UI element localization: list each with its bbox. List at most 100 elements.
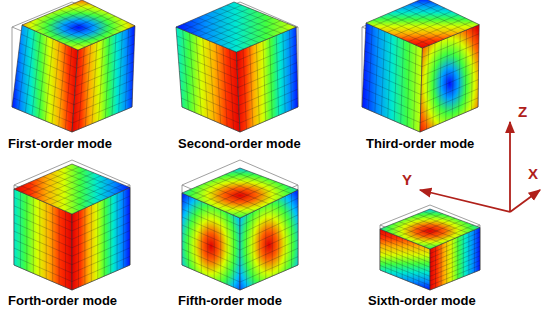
mode-shape	[362, 0, 479, 132]
mesh-line	[394, 11, 451, 35]
mesh-line	[64, 19, 122, 43]
mesh-line	[79, 47, 85, 129]
mesh-line	[218, 177, 276, 200]
mesh-line	[426, 45, 428, 129]
mesh-line	[441, 244, 442, 285]
mesh-line	[424, 247, 425, 288]
mesh-line	[452, 35, 454, 118]
mesh-line	[123, 190, 124, 267]
mesh-line	[439, 40, 441, 123]
mesh-line	[15, 80, 74, 105]
mesh-line	[283, 33, 285, 113]
mesh-line	[463, 235, 464, 277]
mesh-line	[250, 46, 253, 126]
mesh-line	[263, 41, 266, 121]
mesh-line	[50, 173, 108, 197]
mesh-line	[46, 203, 47, 279]
mesh-line	[19, 52, 76, 77]
mesh-line	[380, 252, 430, 272]
mesh-line	[181, 98, 239, 123]
mesh-line	[59, 208, 60, 284]
mesh-line	[33, 197, 34, 273]
mesh-line	[104, 199, 105, 276]
mesh-line	[182, 241, 240, 266]
mesh-line	[265, 205, 266, 278]
mesh-line	[407, 42, 410, 126]
mesh-line	[414, 45, 417, 129]
mode-label: Second-order mode	[178, 136, 301, 152]
mesh-line	[446, 38, 448, 121]
mesh-line	[421, 89, 479, 114]
mesh-line	[424, 225, 474, 246]
mesh-line	[240, 232, 298, 258]
mesh-line	[216, 44, 220, 124]
mesh-line	[65, 47, 71, 129]
mesh-line	[203, 38, 208, 118]
mode-shape	[14, 160, 130, 290]
mesh-line	[201, 201, 202, 273]
mesh-line	[421, 61, 478, 85]
mode-face	[182, 168, 298, 218]
mesh-line	[240, 257, 298, 282]
mode-face	[176, 2, 296, 52]
mesh-line	[368, 26, 372, 110]
undeformed-outline	[182, 160, 298, 290]
mesh-line	[272, 202, 273, 276]
mesh-line	[227, 212, 228, 284]
mesh-line	[401, 15, 458, 39]
mesh-line	[407, 240, 408, 281]
mesh-line	[362, 98, 420, 123]
mesh-line	[77, 44, 135, 68]
mesh-line	[430, 251, 480, 272]
mesh-line	[110, 196, 111, 273]
mesh-line	[206, 15, 265, 40]
mesh-line	[182, 225, 240, 250]
mesh-line	[276, 35, 278, 115]
mesh-line	[395, 11, 451, 37]
mesh-line	[72, 239, 130, 265]
mesh-line	[240, 223, 298, 250]
mesh-line	[182, 249, 240, 274]
mesh-line	[14, 89, 73, 114]
mesh-line	[363, 88, 421, 113]
mesh-line	[183, 30, 189, 110]
mesh-line	[424, 212, 474, 231]
mesh-line	[233, 187, 291, 215]
mesh-line	[14, 231, 72, 256]
mode-shape	[182, 160, 298, 290]
mesh-line	[418, 223, 468, 244]
mesh-line	[196, 35, 201, 115]
mesh-line	[13, 98, 73, 123]
mesh-line	[65, 167, 123, 191]
mesh-line	[119, 31, 123, 112]
mesh-line	[72, 222, 130, 248]
mesh-line	[20, 192, 21, 268]
mesh-line	[84, 208, 85, 284]
mesh-line	[418, 245, 419, 286]
undeformed-outline	[14, 160, 130, 290]
mesh-line	[18, 61, 76, 86]
mesh-line	[16, 71, 74, 96]
mesh-line	[14, 223, 72, 248]
mesh-line	[420, 98, 478, 123]
mesh-line	[117, 193, 118, 270]
axis-label: Z	[518, 104, 527, 120]
mesh-line	[457, 237, 458, 279]
mode-face	[14, 164, 130, 214]
mesh-line	[32, 33, 41, 115]
mesh-line	[220, 8, 282, 33]
mesh-line	[243, 49, 246, 129]
mode-label: Fifth-order mode	[178, 293, 282, 309]
mesh-line	[380, 265, 430, 285]
mesh-line	[417, 1, 472, 27]
mesh-line	[39, 200, 40, 276]
mesh-line	[194, 199, 195, 271]
mesh-line	[58, 170, 116, 194]
mesh-line	[270, 38, 273, 118]
mesh-line	[259, 209, 260, 282]
mesh-line	[14, 240, 72, 265]
mesh-line	[76, 53, 134, 77]
mesh-line	[380, 247, 430, 267]
mesh-line	[413, 242, 414, 283]
mesh-line	[394, 37, 397, 121]
